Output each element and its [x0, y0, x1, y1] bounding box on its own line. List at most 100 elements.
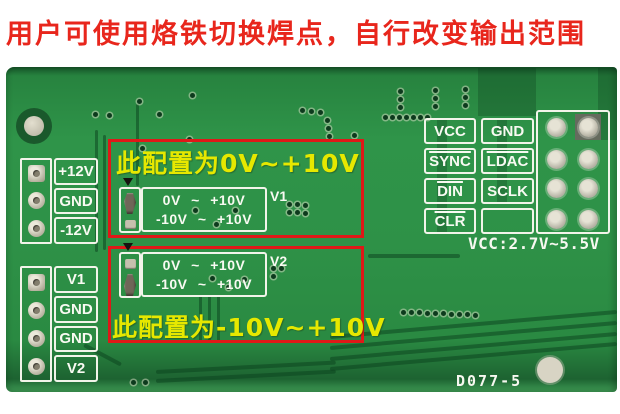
via-hole	[271, 274, 276, 279]
copper-pour-patch	[478, 68, 536, 116]
header-pad	[547, 150, 566, 169]
header-pad	[547, 210, 566, 229]
copper-pour-patch	[598, 68, 617, 140]
via-hole	[463, 87, 468, 92]
mounting-hole-top-left-bore	[24, 116, 44, 136]
channel-label-v1: V1	[270, 188, 288, 204]
pin-gnd3	[27, 329, 45, 347]
power-header-pins	[20, 158, 52, 244]
copper-trace	[103, 135, 106, 250]
jumper-pads-v2	[119, 252, 141, 298]
copper-pour-patch	[497, 118, 507, 203]
via-hole	[233, 208, 238, 213]
via-hole	[397, 115, 402, 120]
channel-label-v2: V2	[270, 253, 288, 269]
solder-pad-v2-top	[125, 259, 136, 269]
header-pad	[579, 118, 598, 137]
range-option-unipolar-v2: 0V ~ +10V	[162, 257, 246, 273]
via-hole	[398, 105, 403, 110]
via-hole	[409, 310, 414, 315]
via-hole	[418, 115, 423, 120]
pin-v1	[27, 273, 45, 291]
caption-v1: 此配置为0V~+10V	[116, 149, 360, 178]
caption-v2: 此配置为-10V~+10V	[112, 313, 386, 342]
header-pad	[547, 179, 566, 198]
label-gnd2: GND	[54, 295, 98, 323]
via-hole	[131, 380, 136, 385]
pin-v2	[27, 357, 45, 375]
via-hole	[390, 115, 395, 120]
via-hole	[226, 285, 231, 290]
via-hole	[404, 115, 409, 120]
via-hole	[295, 210, 300, 215]
copper-trace	[199, 295, 202, 343]
copper-trace	[368, 254, 460, 258]
supply-range-text: VCC:2.7V~5.5V	[468, 234, 600, 253]
via-hole	[441, 311, 446, 316]
via-hole	[214, 222, 219, 227]
via-hole	[190, 93, 195, 98]
via-hole	[300, 108, 305, 113]
via-hole	[193, 208, 198, 213]
interface-header	[536, 110, 610, 234]
label-vcc: VCC	[424, 118, 476, 144]
via-hole	[417, 310, 422, 315]
label-v2: V2	[54, 355, 98, 382]
via-hole	[398, 89, 403, 94]
annotation-box-v2	[108, 246, 364, 343]
header-pad	[579, 179, 598, 198]
output-header-labels: V1 GND GND V2	[54, 266, 98, 382]
via-hole	[325, 118, 330, 123]
label-gnd: GND	[54, 187, 98, 215]
header-pad	[579, 150, 598, 169]
pin-gnd	[27, 192, 45, 210]
via-hole	[303, 203, 308, 208]
via-hole	[327, 134, 332, 139]
via-hole	[143, 380, 148, 385]
via-hole	[398, 97, 403, 102]
via-hole	[279, 266, 284, 271]
via-hole	[271, 266, 276, 271]
annotation-box-v1	[108, 139, 364, 238]
via-hole	[401, 310, 406, 315]
via-hole	[210, 276, 215, 281]
label-sync: SYNC	[424, 148, 476, 174]
jumper-pads-v1	[119, 187, 141, 233]
via-hole	[457, 312, 462, 317]
power-header-labels: +12V GND -12V	[54, 158, 98, 245]
via-hole	[287, 210, 292, 215]
solder-pad-v1-bottom	[125, 220, 136, 229]
via-hole	[107, 113, 112, 118]
label-v1: V1	[54, 266, 98, 293]
via-hole	[318, 110, 323, 115]
label-plus12v: +12V	[54, 158, 98, 185]
pcb-board: +12V GND -12V V1 GND GND V2 此配置为0V~+10V …	[6, 67, 617, 392]
range-option-bipolar-v1: -10V ~ +10V	[155, 211, 253, 227]
copper-trace	[208, 295, 211, 343]
label-sclk: SCLK	[481, 178, 534, 204]
via-hole	[465, 312, 470, 317]
via-hole	[352, 133, 357, 138]
mounting-hole-bottom-right	[537, 357, 563, 383]
copper-pour-patch	[437, 118, 447, 233]
solder-blob-v1-top	[124, 193, 136, 214]
via-hole	[425, 115, 430, 120]
page-title: 用户可使用烙铁切换焊点，自行改变输出范围	[6, 19, 586, 50]
label-minus12v: -12V	[54, 217, 98, 245]
via-hole	[326, 126, 331, 131]
via-hole	[425, 311, 430, 316]
via-hole	[303, 211, 308, 216]
via-hole	[383, 115, 388, 120]
pin-minus12v	[27, 219, 45, 237]
via-hole	[449, 312, 454, 317]
via-hole	[463, 103, 468, 108]
label-din: DIN	[424, 178, 476, 204]
via-hole	[140, 146, 145, 151]
copper-trace	[217, 295, 220, 343]
solder-point-marker-v2	[123, 243, 133, 251]
via-hole	[473, 313, 478, 318]
via-hole	[137, 99, 142, 104]
label-ldac: LDAC	[481, 148, 534, 174]
via-hole	[433, 311, 438, 316]
